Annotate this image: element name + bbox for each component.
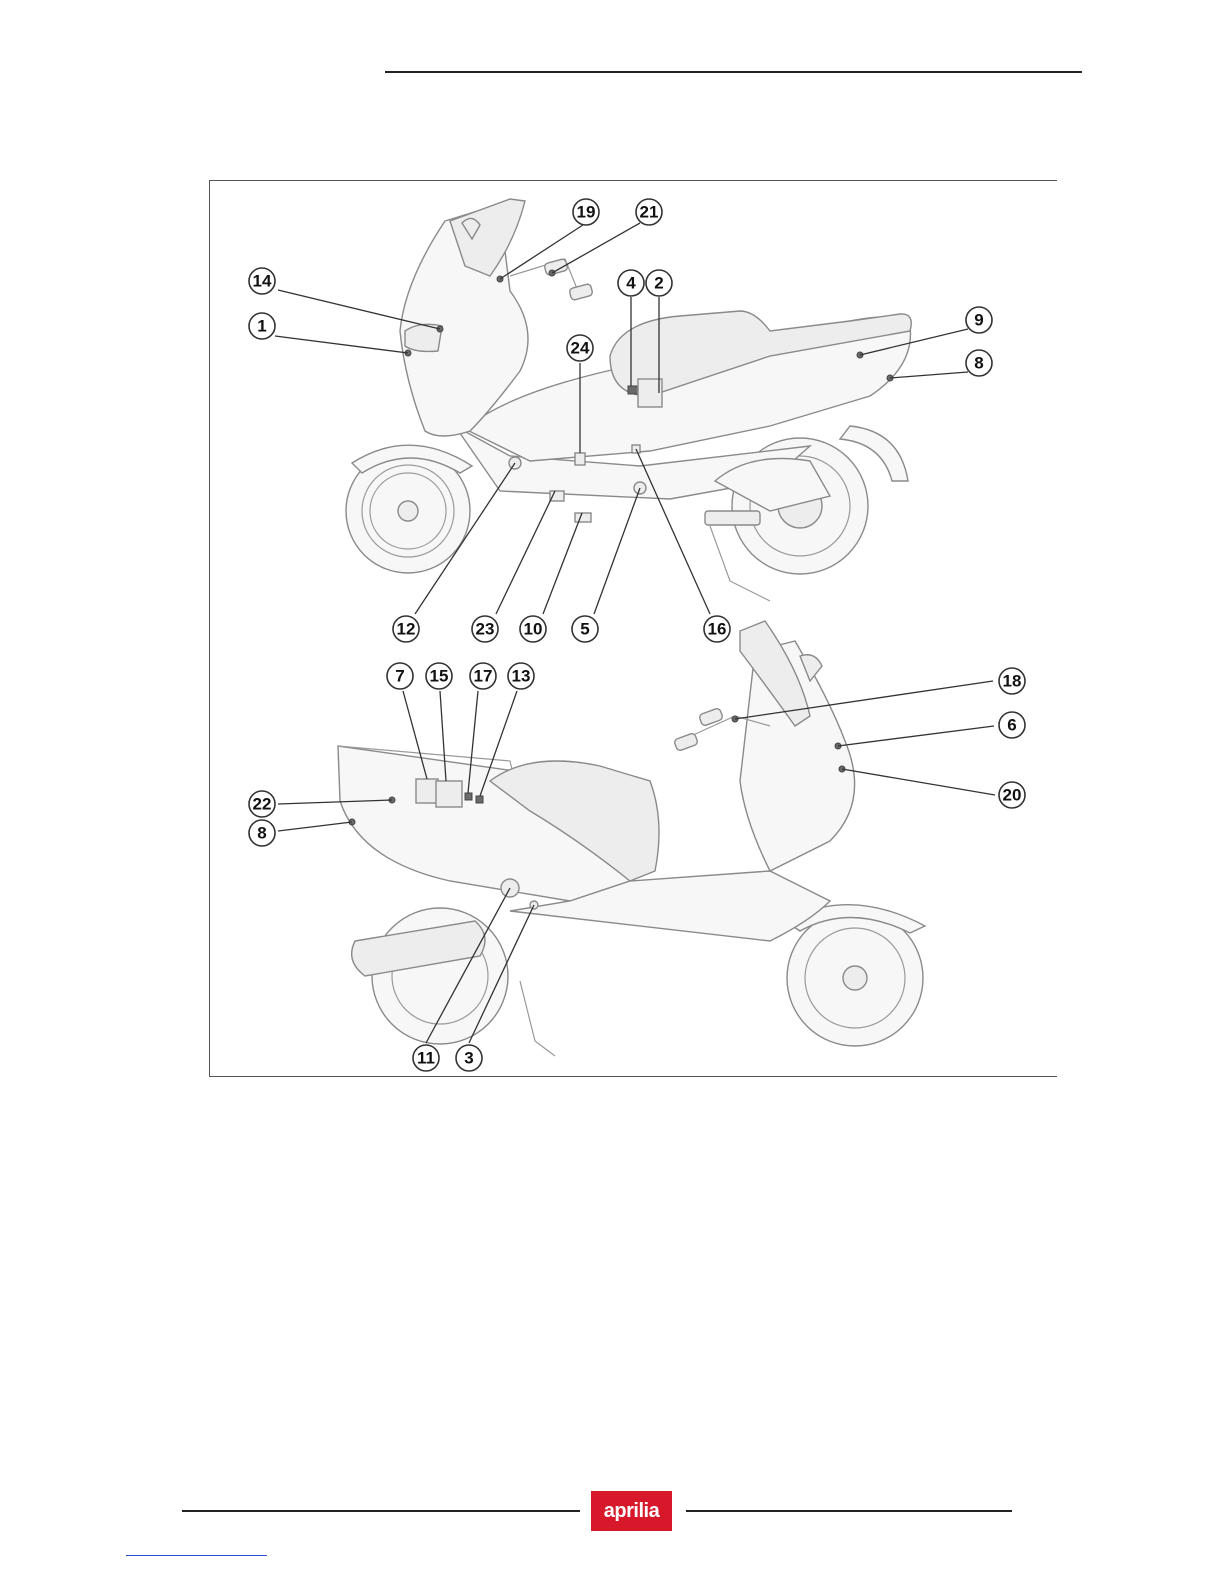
svg-text:19: 19 <box>577 203 596 222</box>
scooter-right-side-illustration <box>338 621 925 1056</box>
aprilia-logo: aprilia <box>591 1491 672 1531</box>
scooter-component-location-figure: 19 21 14 1 4 2 24 9 8 12 23 <box>209 180 1057 1077</box>
callout-17: 17 <box>470 663 496 689</box>
callout-3: 3 <box>456 1045 482 1071</box>
svg-text:20: 20 <box>1003 786 1022 805</box>
callout-13: 13 <box>508 663 534 689</box>
svg-text:13: 13 <box>512 667 531 686</box>
svg-text:24: 24 <box>571 339 590 358</box>
svg-text:9: 9 <box>974 311 983 330</box>
svg-text:18: 18 <box>1003 672 1022 691</box>
svg-text:16: 16 <box>708 620 727 639</box>
logo-text: aprilia <box>604 1500 659 1523</box>
callout-8-bottom: 8 <box>249 820 275 846</box>
svg-text:15: 15 <box>430 667 449 686</box>
svg-text:1: 1 <box>257 317 266 336</box>
callout-1: 1 <box>249 313 275 339</box>
callout-2: 2 <box>646 270 672 296</box>
callout-5: 5 <box>572 616 598 642</box>
callout-15: 15 <box>426 663 452 689</box>
svg-text:7: 7 <box>395 667 404 686</box>
footer-rule-left <box>182 1510 580 1512</box>
svg-text:17: 17 <box>474 667 493 686</box>
callout-20: 20 <box>999 782 1025 808</box>
callout-12: 12 <box>393 616 419 642</box>
footer-rule-right <box>686 1510 1012 1512</box>
svg-text:21: 21 <box>640 203 659 222</box>
callout-21: 21 <box>636 199 662 225</box>
svg-text:3: 3 <box>464 1049 473 1068</box>
callout-7: 7 <box>387 663 413 689</box>
callout-19: 19 <box>573 199 599 225</box>
callout-9: 9 <box>966 307 992 333</box>
callout-22: 22 <box>249 791 275 817</box>
svg-text:23: 23 <box>476 620 495 639</box>
callout-11: 11 <box>413 1045 439 1071</box>
callout-23: 23 <box>472 616 498 642</box>
svg-text:8: 8 <box>974 354 983 373</box>
svg-text:12: 12 <box>397 620 416 639</box>
svg-text:14: 14 <box>253 272 272 291</box>
scooter-left-side-illustration <box>346 199 911 601</box>
svg-text:5: 5 <box>580 620 589 639</box>
callout-16: 16 <box>704 616 730 642</box>
svg-text:4: 4 <box>626 274 636 293</box>
svg-text:10: 10 <box>524 620 543 639</box>
svg-text:2: 2 <box>654 274 663 293</box>
header-rule <box>385 71 1082 73</box>
svg-text:11: 11 <box>417 1049 435 1068</box>
svg-text:22: 22 <box>253 795 272 814</box>
callout-4: 4 <box>618 270 644 296</box>
callout-24: 24 <box>567 335 593 361</box>
callout-10: 10 <box>520 616 546 642</box>
callout-14: 14 <box>249 268 275 294</box>
bottom-link-underline[interactable] <box>126 1555 267 1556</box>
svg-text:6: 6 <box>1007 716 1016 735</box>
callout-6: 6 <box>999 712 1025 738</box>
callout-8-top: 8 <box>966 350 992 376</box>
callout-18: 18 <box>999 668 1025 694</box>
svg-text:8: 8 <box>257 824 266 843</box>
